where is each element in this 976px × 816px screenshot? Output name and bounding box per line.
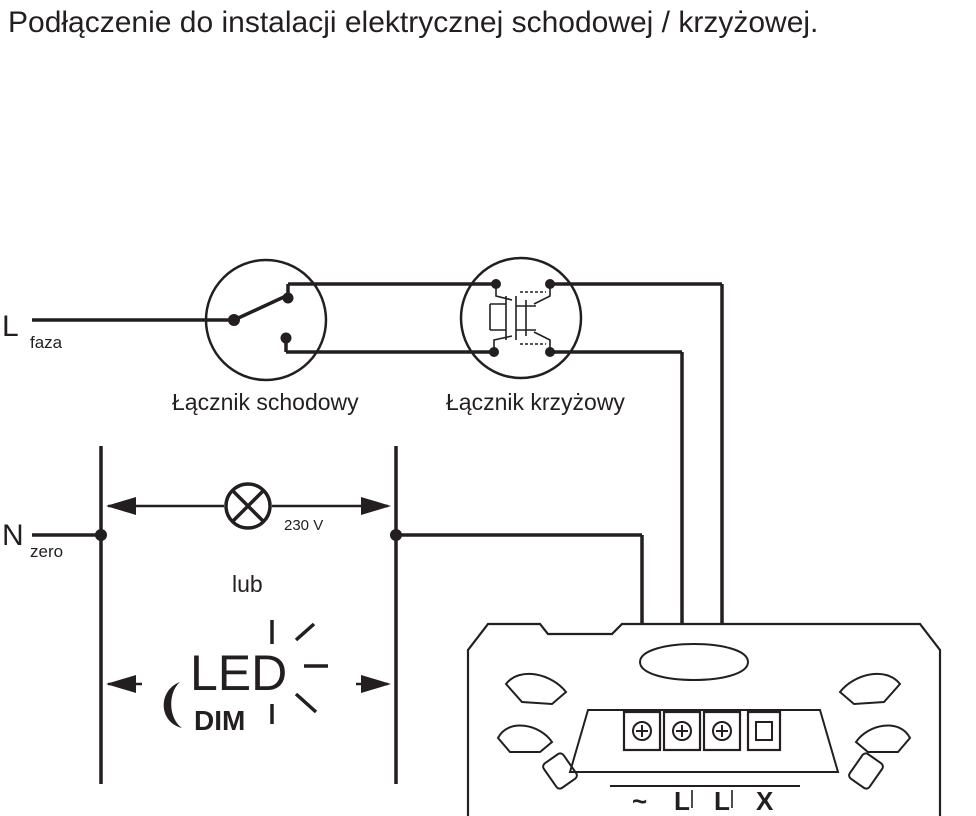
phase-letter: L (2, 310, 19, 343)
terminal-2-label: L (674, 786, 690, 816)
page-title: Podłączenie do instalacji elektrycznej s… (8, 6, 819, 39)
clip-lower-left (496, 724, 554, 753)
terminal-4-socket-icon (755, 721, 773, 741)
arrow-left-top (106, 497, 136, 515)
led-rays-icon (270, 620, 328, 724)
terminal-4-body (746, 710, 782, 752)
cross-switch-internal (489, 296, 536, 340)
terminal-1 (622, 710, 662, 752)
led-label: LED (190, 645, 287, 701)
neutral-sub-label: zero (30, 542, 63, 561)
terminal-2-screw-icon (672, 721, 692, 741)
voltage-label: 230 V (284, 517, 323, 534)
dimmer-module: ~ L L X (466, 622, 942, 816)
stair-switch-lever (233, 294, 287, 322)
terminal-4-label: X (756, 786, 774, 816)
dimmer-slot (638, 643, 750, 681)
neutral-label: N zero (2, 519, 63, 561)
cross-switch-symbol (459, 256, 583, 380)
terminal-3-screw-icon (712, 721, 732, 741)
clip-upper-left (504, 673, 568, 706)
stair-switch-pivot (228, 314, 240, 326)
led-dim-icon: LED DIM (163, 620, 328, 736)
terminal-2 (662, 710, 702, 752)
clip-lower-right (854, 724, 912, 753)
lamp-icon (224, 482, 272, 530)
screw-tab-right (848, 752, 884, 790)
lamp-circle (224, 482, 272, 530)
terminal-1-screw-icon (632, 721, 652, 741)
dim-label: DIM (194, 705, 245, 736)
cross-switch-arms (493, 284, 551, 352)
terminal-3-label: L (714, 786, 730, 816)
arrow-left-bottom (106, 675, 136, 693)
cross-switch-label: Łącznik krzyżowy (446, 389, 625, 415)
lamp-cross-b (231, 489, 265, 523)
terminal-3 (702, 710, 742, 752)
terminal-4 (746, 710, 782, 752)
terminal-1-label: ~ (632, 786, 647, 816)
stair-switch-circle (204, 258, 328, 382)
phase-sub-label: faza (30, 333, 63, 352)
arrow-right-bottom (361, 675, 391, 693)
or-label: lub (232, 571, 263, 597)
stair-switch-label: Łącznik schodowy (172, 389, 359, 415)
neutral-letter: N (2, 519, 24, 552)
arrow-right-top (361, 497, 391, 515)
dim-crescent-icon (163, 682, 182, 728)
cross-switch-circle (459, 256, 583, 380)
neutral-junction-left (95, 529, 107, 541)
clip-upper-right (838, 673, 902, 706)
phase-label: L faza (2, 310, 63, 352)
screw-tab-left (542, 752, 578, 790)
